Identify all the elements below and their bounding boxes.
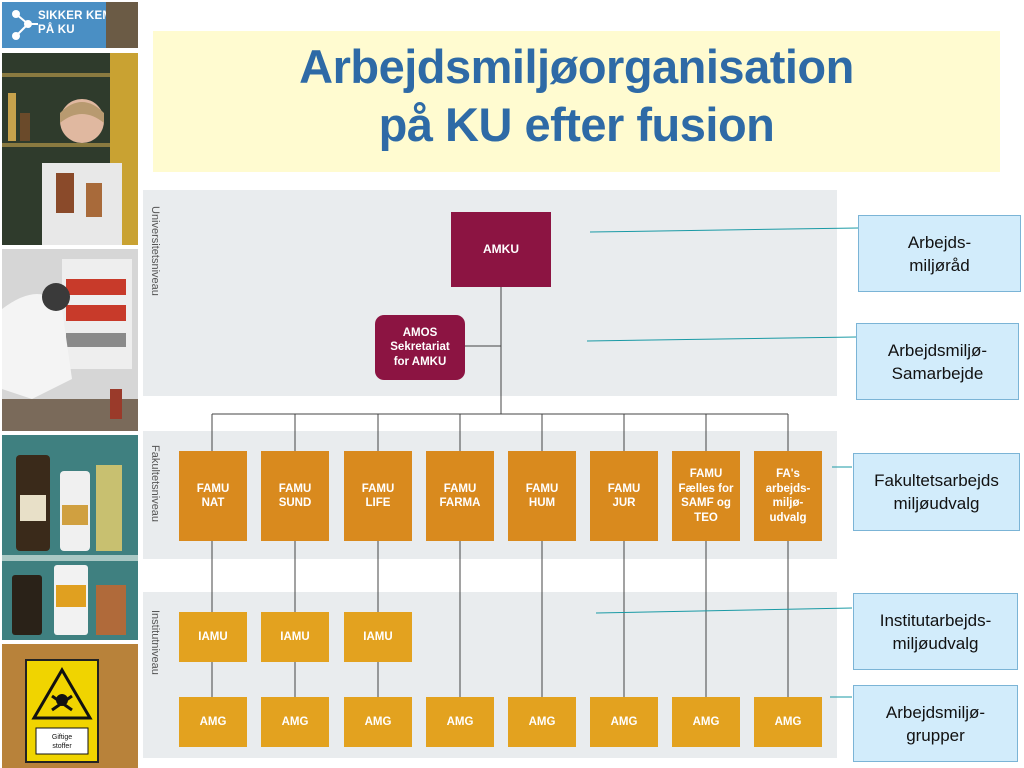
amg-node-5: AMG: [508, 697, 576, 747]
toxic-warning-sign: Giftige stoffer: [2, 644, 138, 768]
famu-samf-line-1: FAMU: [689, 468, 723, 480]
iamu-node-2: IAMU: [261, 612, 329, 662]
famu-sund-line-1: FAMU: [278, 482, 312, 495]
fa-line-3: miljø-: [772, 497, 804, 509]
fa-node: FA's arbejds- miljø- udvalg: [754, 451, 822, 541]
lab-photo-worker: [2, 249, 138, 431]
amg-label-8: AMG: [774, 715, 802, 728]
svg-text:stoffer: stoffer: [52, 743, 72, 750]
famu-node-life: FAMU LIFE: [344, 451, 412, 541]
famu-hum-line-2: HUM: [528, 497, 556, 509]
amg-label-7: AMG: [692, 715, 720, 728]
callout-1-line-1: Arbejds-: [907, 232, 972, 252]
amg-node-2: AMG: [261, 697, 329, 747]
chemical-bottles-illustration: [2, 435, 138, 640]
logo-photo: [106, 2, 138, 48]
famu-samf-line-4: TEO: [694, 511, 718, 524]
sikker-kemi-logo: SIKKER KEMI PÅ KU: [2, 2, 138, 48]
amg-node-6: AMG: [590, 697, 658, 747]
iamu-node-1: IAMU: [179, 612, 247, 662]
famu-node-nat: FAMU NAT: [179, 451, 247, 541]
famu-nat-line-1: FAMU: [196, 482, 230, 495]
amg-node-8: AMG: [754, 697, 822, 747]
famu-node-sund: FAMU SUND: [261, 451, 329, 541]
iamu-label-3: IAMU: [363, 630, 393, 643]
svg-text:Giftige: Giftige: [52, 734, 72, 741]
amg-node-4: AMG: [426, 697, 494, 747]
famu-nat-line-2: NAT: [201, 497, 225, 509]
amg-label-1: AMG: [199, 715, 227, 728]
lab-photo-woman: [2, 53, 138, 245]
logo-line-2: PÅ KU: [38, 24, 75, 36]
callout-5-line-1: Arbejdsmiljø-: [885, 702, 986, 722]
amg-node-3: AMG: [344, 697, 412, 747]
callout-samarbejde: Arbejdsmiljø- Samarbejde: [856, 323, 1019, 400]
fa-line-1: FA's: [776, 468, 800, 480]
callout-institutudvalg: Institutarbejds-miljøudvalg: [853, 593, 1018, 670]
amg-label-2: AMG: [281, 715, 309, 728]
title-line-2: på KU efter fusion: [378, 98, 775, 151]
famu-node-jur: FAMU JUR: [590, 451, 658, 541]
fa-line-4: udvalg: [769, 511, 807, 524]
famu-life-line-1: FAMU: [361, 482, 395, 495]
amg-label-3: AMG: [364, 715, 392, 728]
callout-3-line-1: Fakultetsarbejds: [874, 471, 999, 490]
famu-node-samf-teo: FAMU Fælles for SAMF og TEO: [672, 451, 740, 541]
page-title: Arbejdsmiljøorganisation på KU efter fus…: [153, 38, 1000, 154]
iamu-label-2: IAMU: [280, 630, 310, 643]
famu-node-farma: FAMU FARMA: [426, 451, 494, 541]
amku-label: AMKU: [483, 242, 519, 257]
title-line-1: Arbejdsmiljøorganisation: [299, 40, 854, 93]
callout-4-line-2: miljøudvalg: [892, 633, 979, 653]
amg-node-7: AMG: [672, 697, 740, 747]
amos-node: AMOS Sekretariat for AMKU: [375, 315, 465, 380]
famu-samf-line-3: SAMF og: [681, 497, 731, 509]
amg-label-4: AMG: [446, 715, 474, 728]
callout-grupper: Arbejdsmiljø-grupper: [853, 685, 1018, 762]
amg-label-6: AMG: [610, 715, 638, 728]
fa-line-2: arbejds-: [765, 482, 811, 495]
warning-sign-photo: Giftige stoffer: [2, 644, 138, 768]
logo-line-1: SIKKER KEMI: [38, 10, 116, 22]
molecule-icon: [12, 10, 38, 40]
callout-3-line-2: miljøudvalg: [893, 494, 980, 513]
amos-line-2: Sekretariat: [390, 341, 450, 354]
famu-node-hum: FAMU HUM: [508, 451, 576, 541]
logo-text: SIKKER KEMI PÅ KU: [38, 9, 116, 37]
callout-fakultetsudvalg: Fakultetsarbejds miljøudvalg: [853, 453, 1020, 531]
amos-line-1: AMOS: [402, 326, 438, 339]
famu-sund-line-2: SUND: [278, 497, 312, 509]
title-background: [153, 31, 1000, 172]
chemical-bottles-photo: [2, 435, 138, 640]
famu-hum-line-1: FAMU: [525, 482, 559, 495]
amku-node: AMKU: [451, 212, 551, 287]
callout-2-line-2: Samarbejde: [891, 363, 984, 383]
famu-jur-line-2: JUR: [612, 497, 636, 509]
famu-farma-line-2: FARMA: [439, 497, 481, 509]
amos-line-3: for AMKU: [393, 355, 447, 368]
callout-2-line-1: Arbejdsmiljø-: [887, 340, 988, 360]
famu-samf-line-2: Fælles for: [678, 482, 734, 495]
callout-line-1: [589, 227, 859, 233]
iamu-node-3: IAMU: [344, 612, 412, 662]
amg-node-1: AMG: [179, 697, 247, 747]
callout-4-line-1: Institutarbejds-: [879, 610, 992, 630]
callout-line-2: [586, 336, 857, 342]
lab-worker-illustration: [2, 249, 138, 431]
famu-jur-line-1: FAMU: [607, 482, 641, 495]
callout-line-4: [595, 607, 853, 614]
famu-life-line-2: LIFE: [365, 497, 391, 509]
lab-woman-illustration: [2, 53, 138, 245]
callout-5-line-2: grupper: [906, 725, 965, 745]
callout-1-line-2: miljøråd: [909, 255, 970, 275]
amg-label-5: AMG: [528, 715, 556, 728]
iamu-label-1: IAMU: [198, 630, 228, 643]
callout-arbejdsmiljoraad: Arbejds-miljøråd: [858, 215, 1021, 292]
famu-farma-line-1: FAMU: [443, 482, 477, 495]
